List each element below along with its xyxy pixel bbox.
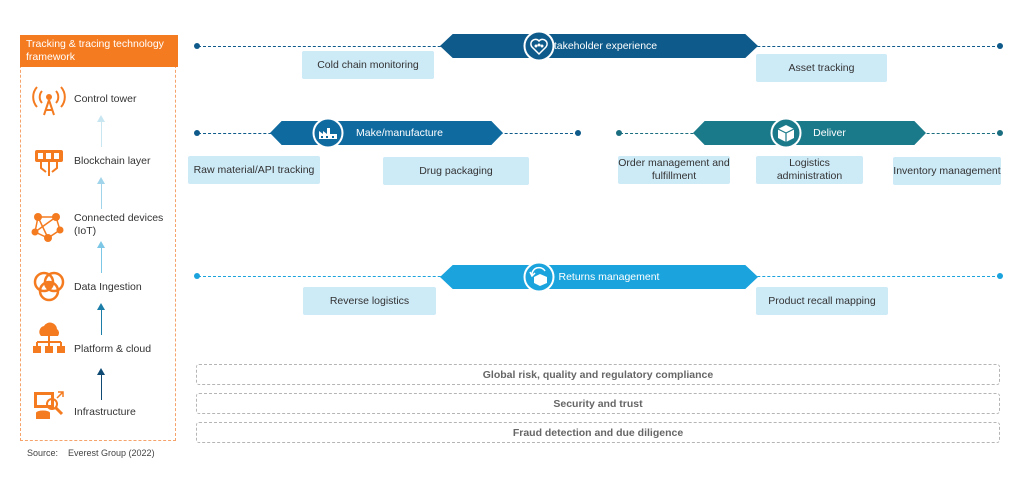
logistics-administration-box: Logistics administration <box>756 156 863 184</box>
framework-title: Tracking & tracing technology framework <box>20 35 178 67</box>
heart-people-icon <box>523 30 555 62</box>
asset-tracking-box: Asset tracking <box>756 54 887 82</box>
timeline-dot <box>997 43 1003 49</box>
stakeholder-experience-title: Stakeholder experience <box>546 40 658 52</box>
cold-chain-monitoring-box: Cold chain monitoring <box>302 51 434 79</box>
package-icon <box>770 117 802 149</box>
timeline-dot <box>194 43 200 49</box>
layer-label-control-tower: Control tower <box>74 93 137 105</box>
timeline-dot <box>194 273 200 279</box>
cloud-platform-icon <box>33 322 65 353</box>
deliver-title: Deliver <box>813 127 846 139</box>
layer-label-platform-cloud: Platform & cloud <box>74 343 152 355</box>
drug-packaging-box: Drug packaging <box>383 157 529 185</box>
deliver-banner: Deliver <box>693 121 926 145</box>
connected-devices-icon <box>31 213 64 242</box>
timeline-dot <box>194 130 200 136</box>
band-fraud-detection: Fraud detection and due diligence <box>196 422 1000 443</box>
timeline-dot <box>616 130 622 136</box>
returns-management-banner: Returns management <box>440 265 758 289</box>
raw-material-tracking-box: Raw material/API tracking <box>188 156 320 184</box>
reverse-logistics-box: Reverse logistics <box>303 287 436 315</box>
order-management-box: Order management and fulfillment <box>618 156 730 184</box>
antenna-icon <box>32 86 66 116</box>
infrastructure-icon <box>34 391 64 419</box>
timeline-dot <box>997 273 1003 279</box>
timeline-dot <box>575 130 581 136</box>
band-security-trust: Security and trust <box>196 393 1000 414</box>
timeline-dot <box>997 130 1003 136</box>
stakeholder-experience-banner: Stakeholder experience <box>440 34 758 58</box>
layer-label-infrastructure: Infrastructure <box>74 406 136 418</box>
layer-label-data-ingestion: Data Ingestion <box>74 281 142 293</box>
source-note: Source: Everest Group (2022) <box>27 448 155 458</box>
make-manufacture-title: Make/manufacture <box>356 127 443 139</box>
layer-label-iot: Connected devices (IoT) <box>74 212 164 237</box>
layer-label-blockchain: Blockchain layer <box>74 155 151 167</box>
return-box-icon <box>523 261 555 293</box>
factory-icon <box>312 117 344 149</box>
data-ingestion-icon <box>33 271 65 302</box>
blockchain-icon <box>35 150 63 176</box>
make-manufacture-banner: Make/manufacture <box>270 121 503 145</box>
product-recall-mapping-box: Product recall mapping <box>756 287 888 315</box>
returns-management-title: Returns management <box>558 271 660 283</box>
inventory-management-box: Inventory management <box>893 157 1001 185</box>
band-global-risk: Global risk, quality and regulatory comp… <box>196 364 1000 385</box>
